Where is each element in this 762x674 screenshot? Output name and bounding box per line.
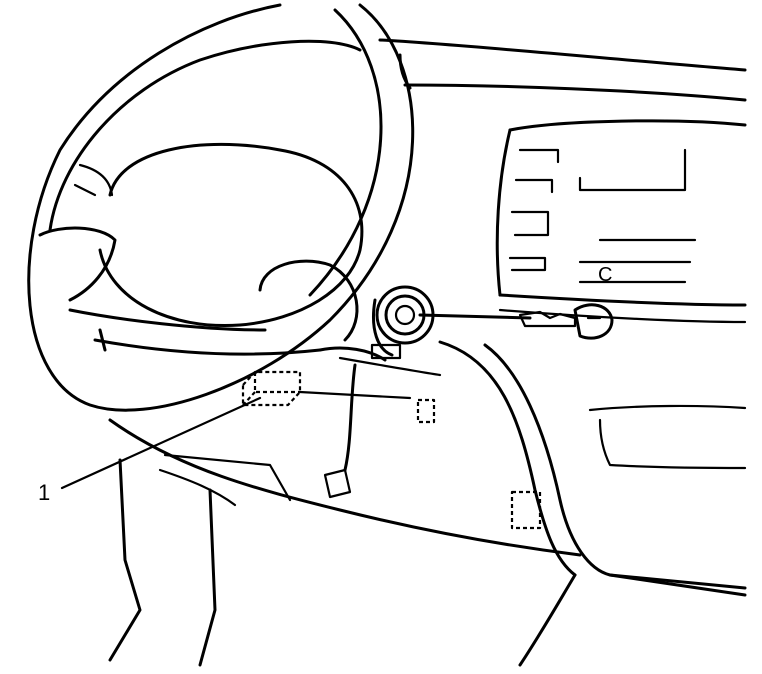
wire-harness (323, 356, 442, 499)
callout-1-label: 1 (38, 480, 50, 505)
hidden-connector-lower (510, 490, 542, 530)
ignition-key (518, 303, 614, 340)
hidden-connector-upper (416, 398, 436, 424)
lower-dashboard (108, 340, 747, 667)
panel-letter: C (598, 264, 612, 286)
callout-1: 1 (38, 396, 262, 505)
dashboard-top (378, 38, 747, 102)
ignition-switch (370, 285, 532, 360)
steering-wheel (27, 3, 415, 667)
component-1 (241, 370, 412, 407)
